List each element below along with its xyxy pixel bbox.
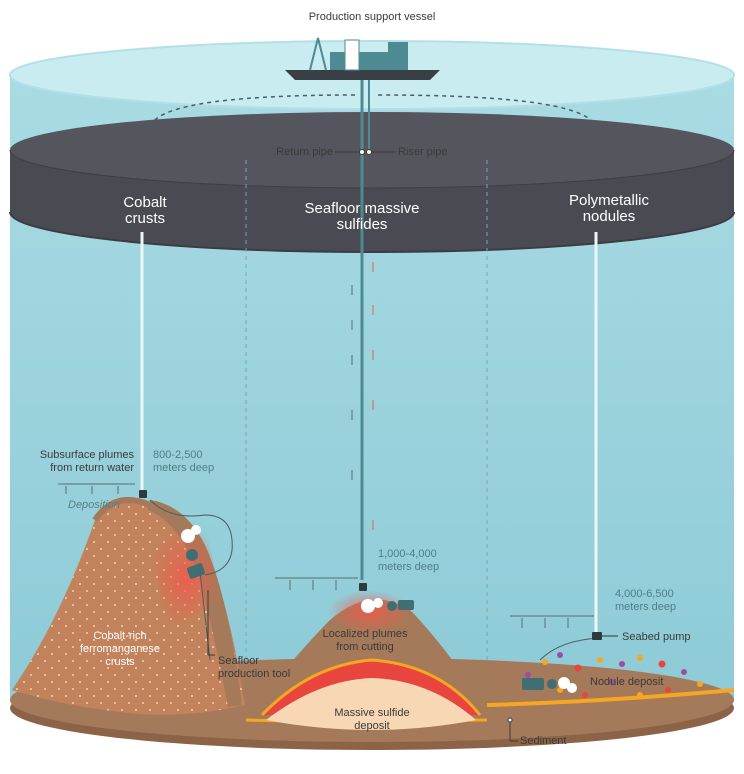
- sulfide-cutter: [361, 598, 414, 613]
- localized-plumes-line2: from cutting: [336, 641, 394, 653]
- zone-nodules-line1: Polymetallic: [568, 192, 650, 209]
- cobalt-rich-line1: Cobalt-rich: [93, 630, 147, 642]
- return-pipe-label: Return pipe: [276, 146, 333, 158]
- seafloor-production-tool: [181, 525, 211, 661]
- zone-nodules-line2: nodules: [582, 208, 636, 225]
- depth-cobalt-label: 800-2,500 meters deep: [153, 449, 214, 475]
- depth-nodule-label: 4,000-6,500 meters deep: [615, 588, 676, 614]
- massive-sulfide-label: Massive sulfide deposit: [312, 707, 432, 733]
- deposition-label: Deposition: [68, 499, 120, 511]
- production-tool-label: Seafloor production tool: [218, 655, 290, 681]
- zone-dividers: [245, 160, 488, 720]
- deposition-lines: [58, 483, 594, 628]
- zone-label-sulfides: Seafloor massive sulfides: [282, 201, 442, 233]
- production-tool-line1: Seafloor: [218, 655, 259, 667]
- label-leaders: [207, 149, 518, 742]
- production-tool-line2: production tool: [218, 668, 291, 680]
- pump-icons: [139, 490, 618, 640]
- depth-cobalt-line2: meters deep: [153, 462, 215, 474]
- zone-sulfides-line1: Seafloor massive: [304, 200, 420, 217]
- depth-band: [9, 112, 735, 253]
- sediment-label: Sediment: [520, 735, 567, 747]
- zone-label-cobalt: Cobalt crusts: [95, 195, 195, 227]
- zone-cobalt-line1: Cobalt: [123, 194, 167, 211]
- vessel-label: Production support vessel: [308, 11, 436, 23]
- subsurface-plumes-line1: Subsurface plumes: [39, 449, 134, 461]
- seabed-pump-label: Seabed pump: [622, 631, 691, 643]
- depth-sulfide-label: 1,000-4,000 meters deep: [378, 548, 439, 574]
- flow-arrows: [351, 262, 374, 530]
- zone-cobalt-line2: crusts: [124, 210, 165, 227]
- riser-pipes: [140, 75, 601, 661]
- cobalt-rich-line2: ferromanganese: [79, 643, 161, 655]
- localized-plumes-line1: Localized plumes: [322, 628, 408, 640]
- depth-sulfide-line1: 1,000-4,000: [378, 548, 437, 560]
- cobalt-rich-label: Cobalt-rich ferromanganese crusts: [60, 630, 180, 669]
- nodule-deposit-label: Nodule deposit: [590, 676, 664, 688]
- nodules: [525, 652, 703, 698]
- cobalt-rich-line3: crusts: [105, 656, 135, 668]
- depth-nodule-line1: 4,000-6,500: [615, 588, 674, 600]
- vessel-icon: [285, 37, 440, 80]
- zone-sulfides-line2: sulfides: [336, 216, 388, 233]
- massive-sulfide-line1: Massive sulfide: [334, 707, 410, 719]
- depth-cobalt-line1: 800-2,500: [153, 449, 203, 461]
- depth-nodule-line2: meters deep: [615, 601, 677, 613]
- sulfide-mound: [250, 590, 490, 730]
- depth-sulfide-line2: meters deep: [378, 561, 440, 573]
- nodule-collector: [522, 677, 577, 693]
- riser-pipe-label: Riser pipe: [398, 146, 448, 158]
- localized-plumes-label: Localized plumes from cutting: [305, 628, 425, 654]
- massive-sulfide-line2: deposit: [354, 720, 390, 732]
- subsurface-plumes-line2: from return water: [50, 462, 134, 474]
- zone-label-nodules: Polymetallic nodules: [544, 193, 674, 225]
- subsurface-plumes-label: Subsurface plumes from return water: [22, 449, 134, 475]
